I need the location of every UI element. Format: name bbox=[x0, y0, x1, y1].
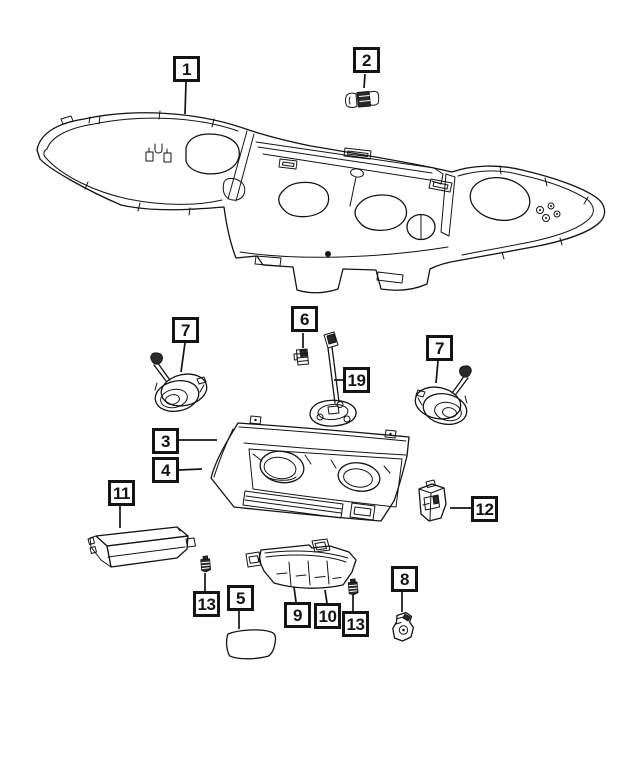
callout-12-label: 12 bbox=[475, 499, 494, 519]
callout-19[interactable]: 19 bbox=[343, 367, 370, 393]
callout-13-left-label: 13 bbox=[197, 594, 216, 614]
callout-9-label: 9 bbox=[293, 605, 302, 625]
callout-19-label: 19 bbox=[347, 370, 366, 390]
part-clip-6 bbox=[293, 348, 309, 366]
part-speaker-right bbox=[411, 365, 472, 429]
callout-7-right[interactable]: 7 bbox=[426, 335, 453, 361]
callout-4-label: 4 bbox=[161, 460, 170, 480]
callout-5[interactable]: 5 bbox=[227, 585, 254, 611]
callout-6[interactable]: 6 bbox=[291, 306, 318, 332]
callout-9[interactable]: 9 bbox=[284, 602, 311, 628]
part-bracket bbox=[392, 611, 415, 642]
part-headliner bbox=[36, 110, 606, 294]
part-switch bbox=[418, 479, 447, 522]
callout-10-label: 10 bbox=[318, 606, 337, 626]
callout-8-label: 8 bbox=[400, 569, 409, 589]
part-retainer-clip bbox=[345, 90, 380, 108]
part-speaker-left bbox=[150, 352, 211, 416]
part-lamp-lens bbox=[225, 629, 277, 660]
callout-3-label: 3 bbox=[161, 431, 170, 451]
callout-11[interactable]: 11 bbox=[108, 480, 135, 506]
callout-3[interactable]: 3 bbox=[152, 428, 179, 454]
callout-8[interactable]: 8 bbox=[391, 566, 418, 592]
callout-5-label: 5 bbox=[236, 588, 245, 608]
part-storage-bin bbox=[87, 526, 196, 568]
callout-7-left-label: 7 bbox=[181, 320, 190, 340]
callout-10[interactable]: 10 bbox=[314, 603, 341, 629]
part-console-housing bbox=[210, 415, 410, 522]
callout-13-right-label: 13 bbox=[346, 614, 365, 634]
callout-13-right[interactable]: 13 bbox=[342, 611, 369, 637]
leader-lines bbox=[119, 73, 471, 629]
callout-7-left[interactable]: 7 bbox=[172, 317, 199, 343]
part-switch-pod bbox=[245, 538, 357, 589]
callout-1[interactable]: 1 bbox=[173, 56, 200, 82]
callout-13-left[interactable]: 13 bbox=[193, 591, 220, 617]
callout-2-label: 2 bbox=[362, 50, 371, 70]
callout-2[interactable]: 2 bbox=[353, 47, 380, 73]
callout-1-label: 1 bbox=[182, 59, 191, 79]
callout-11-label: 11 bbox=[113, 483, 130, 503]
callout-12[interactable]: 12 bbox=[471, 496, 498, 522]
callout-6-label: 6 bbox=[300, 309, 309, 329]
part-screw-right bbox=[347, 578, 359, 596]
callout-4[interactable]: 4 bbox=[152, 457, 179, 483]
callout-7-right-label: 7 bbox=[435, 338, 444, 358]
part-screw-left bbox=[200, 555, 211, 573]
part-microphone bbox=[309, 331, 357, 427]
